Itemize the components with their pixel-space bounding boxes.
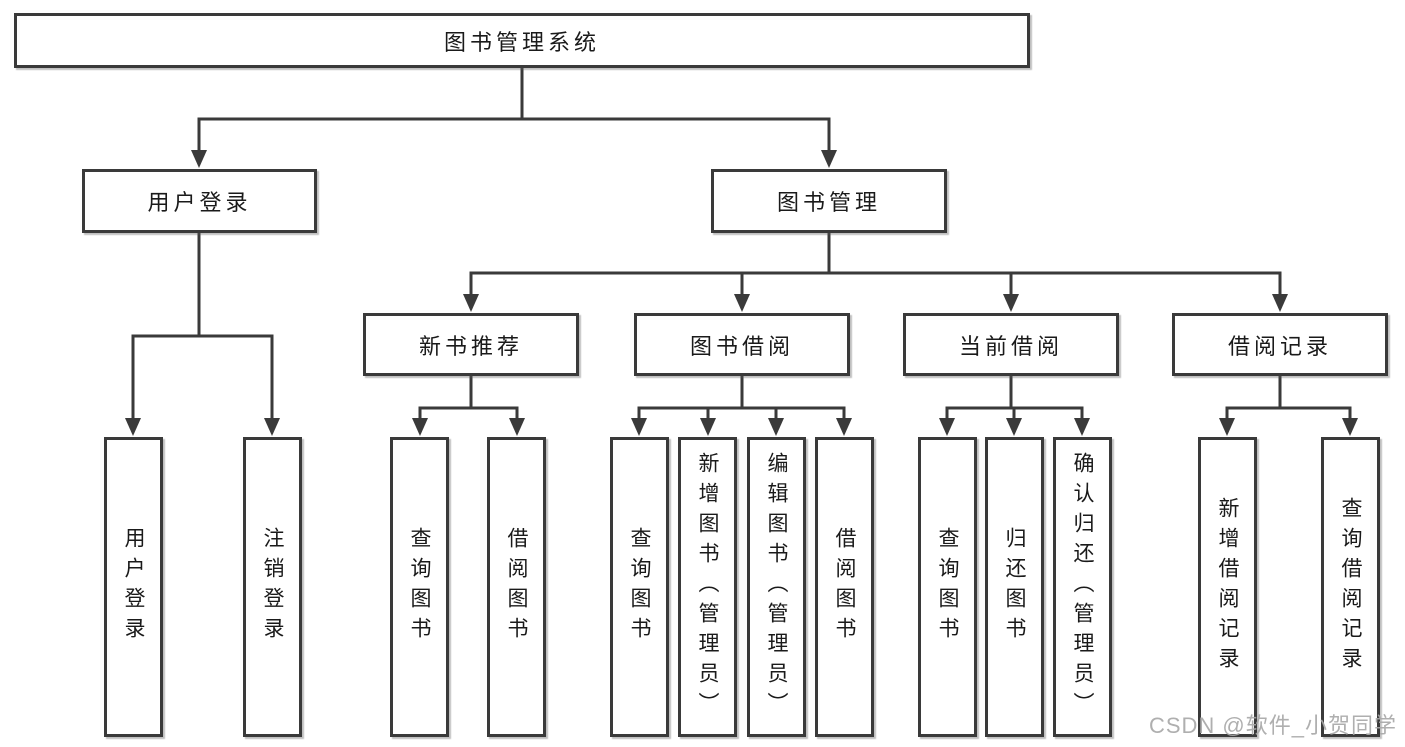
arrowheads (125, 150, 1358, 436)
leaf-query-books-recommend: 查询图书 (390, 437, 449, 737)
csdn-watermark: CSDN @软件_小贺同学 (1148, 713, 1397, 738)
node-book-borrowing: 图书借阅 (634, 313, 850, 376)
leaf-query-books-current: 查询图书 (918, 437, 977, 737)
node-current-borrowing: 当前借阅 (903, 313, 1119, 376)
leaf-borrow-books-borrowing: 借阅图书 (815, 437, 874, 737)
leaf-borrow-books-recommend: 借阅图书 (487, 437, 546, 737)
node-book-management: 图书管理 (711, 169, 947, 233)
leaf-query-books-borrowing: 查询图书 (610, 437, 669, 737)
node-library-management-system: 图书管理系统 (14, 13, 1030, 68)
leaf-confirm-return-admin: 确认归还（管理员） (1053, 437, 1112, 737)
node-user-login: 用户登录 (82, 169, 317, 233)
leaf-edit-book-admin: 编辑图书（管理员） (747, 437, 806, 737)
node-new-book-recommend: 新书推荐 (363, 313, 579, 376)
node-borrowing-records: 借阅记录 (1172, 313, 1388, 376)
leaf-query-borrow-record: 查询借阅记录 (1321, 437, 1380, 737)
leaf-user-login: 用户登录 (104, 437, 163, 737)
leaf-return-books: 归还图书 (985, 437, 1044, 737)
leaf-add-book-admin: 新增图书（管理员） (678, 437, 737, 737)
leaf-add-borrow-record: 新增借阅记录 (1198, 437, 1257, 737)
leaf-logout: 注销登录 (243, 437, 302, 737)
